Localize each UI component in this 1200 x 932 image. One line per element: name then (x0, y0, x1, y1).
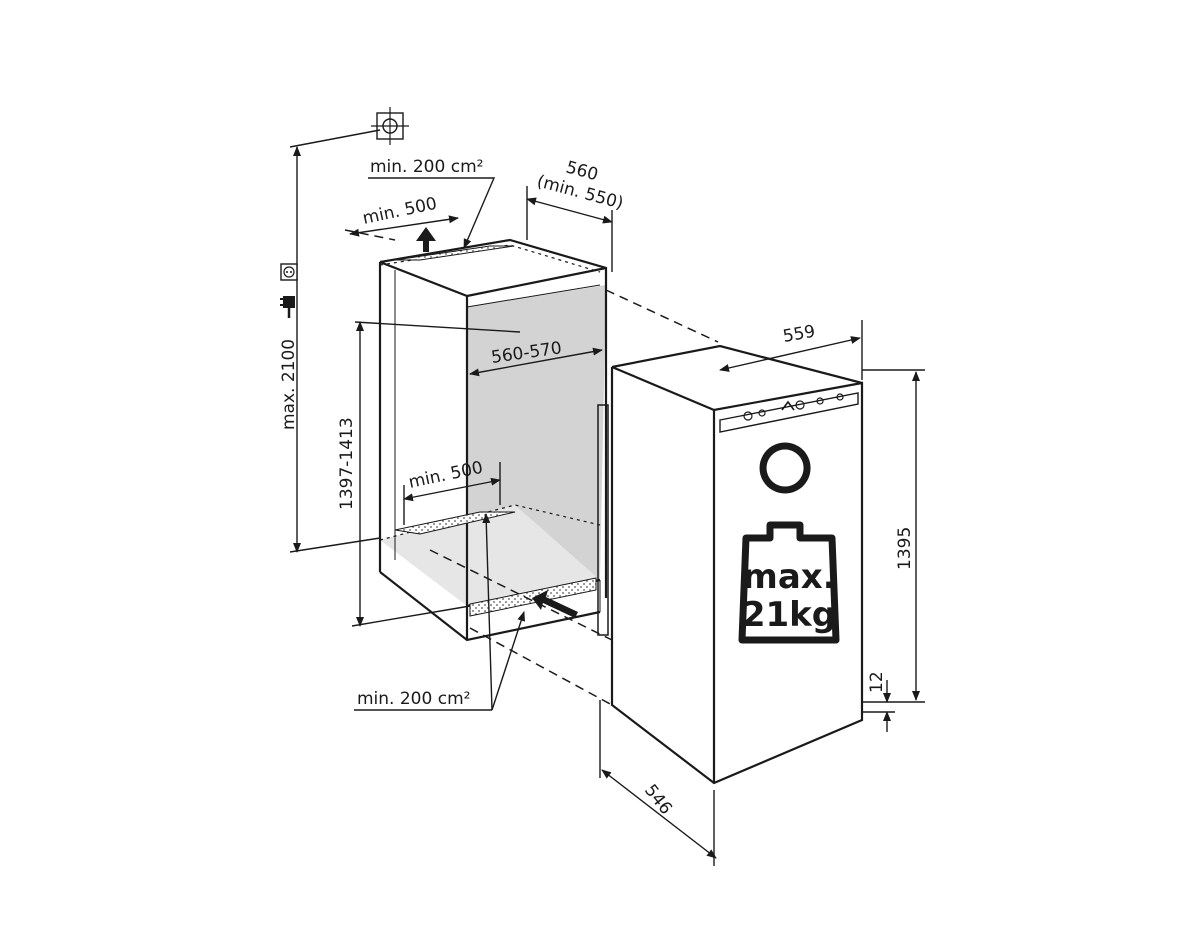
target-crosshair-icon (371, 107, 409, 145)
dimension-niche-depth: 560 (min. 550) (526, 158, 625, 272)
label-top-depth: min. 500 (361, 194, 439, 229)
dimension-bottom-gap: 12 (862, 671, 895, 732)
label-appliance-depth: 546 (640, 781, 676, 819)
weight-icon: max. 21kg (738, 442, 840, 644)
dimension-top-depth: min. 500 (349, 194, 459, 237)
dimension-niche-height: 1397-1413 (337, 321, 471, 627)
label-appliance-width: 559 (781, 322, 816, 347)
dimension-top-vent: min. 200 cm² (368, 157, 496, 249)
weight-label-max: max. (742, 557, 835, 597)
label-bottom-vent: min. 200 cm² (357, 689, 470, 709)
label-max-height: max. 2100 (279, 339, 299, 430)
niche-cabinet (378, 238, 609, 642)
label-niche-height: 1397-1413 (337, 417, 357, 510)
label-appliance-height: 1395 (895, 527, 915, 570)
dimension-bottom-vent: min. 200 cm² (354, 513, 526, 711)
label-bottom-gap: 12 (867, 671, 887, 693)
dimension-appliance-height: 1395 (862, 369, 925, 703)
weight-label-value: 21kg (742, 595, 836, 635)
label-top-vent: min. 200 cm² (370, 157, 483, 177)
dimension-max-height: max. 2100 (279, 129, 381, 553)
vent-arrow-icon (416, 227, 578, 618)
wall-socket-icon (280, 263, 298, 281)
power-plug-icon (280, 296, 295, 318)
